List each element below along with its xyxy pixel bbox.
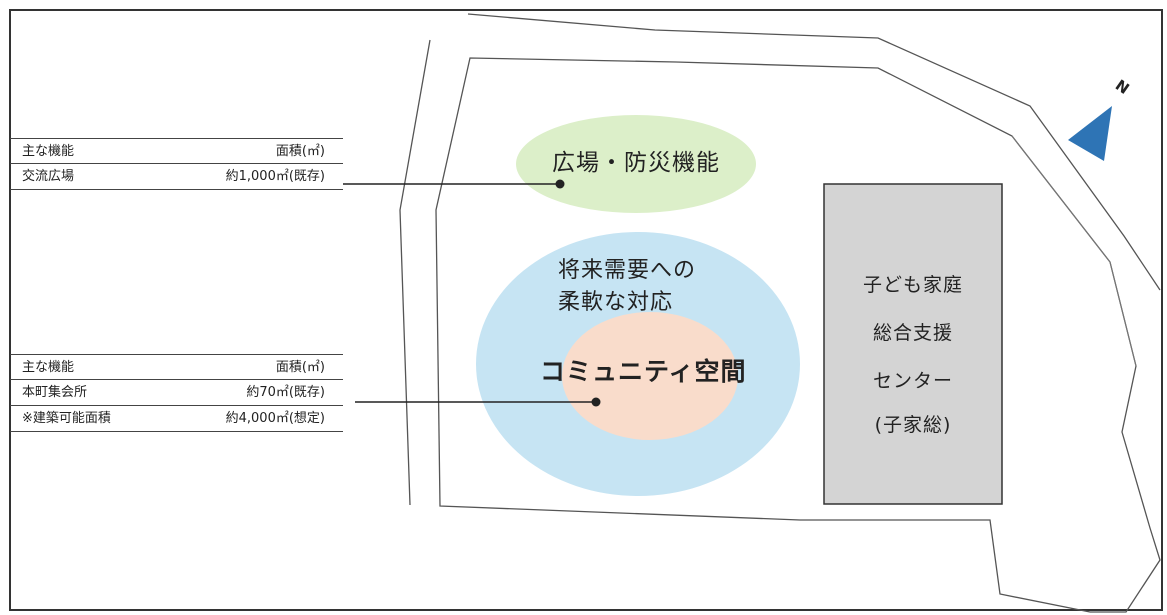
plaza-info-table: 主な機能 面積(㎡) 交流広場 約1,000㎡(既存) xyxy=(10,138,343,190)
table-header-row: 主な機能 面積(㎡) xyxy=(10,138,343,164)
table-row: 交流広場 約1,000㎡(既存) xyxy=(10,164,343,190)
header-area: 面積(㎡) xyxy=(275,360,325,375)
road-edge-right xyxy=(1011,135,1137,367)
road-outer-line-top xyxy=(467,13,1161,291)
row-area: 約1,000㎡(既存) xyxy=(225,169,325,184)
map-frame xyxy=(9,9,1163,611)
building-label-line3: センター xyxy=(872,370,953,392)
table-row: 本町集会所 約70㎡(既存) xyxy=(10,380,343,406)
site-boundary xyxy=(435,57,1161,613)
road-outer-line-left xyxy=(399,39,431,506)
community-info-table: 主な機能 面積(㎡) 本町集会所 約70㎡(既存) ※建築可能面積 約4,000… xyxy=(10,354,343,432)
community-leader-dot xyxy=(591,397,601,407)
row-area: 約70㎡(既存) xyxy=(246,385,325,400)
row-function: 本町集会所 xyxy=(22,385,88,400)
row-function: ※建築可能面積 xyxy=(22,411,111,426)
community-zone-label: コミュニティ空間 xyxy=(540,357,747,386)
plaza-zone-label: 広場・防災機能 xyxy=(552,150,720,176)
row-area: 約4,000㎡(想定) xyxy=(225,411,325,426)
support-center-building xyxy=(823,183,1003,505)
flexible-zone-label-line1: 将来需要への xyxy=(558,258,697,283)
building-label-line4: (子家総) xyxy=(874,414,952,436)
building-label-line1: 子ども家庭 xyxy=(862,274,963,296)
north-arrow-icon xyxy=(1068,106,1112,161)
header-area: 面積(㎡) xyxy=(275,144,325,159)
header-function: 主な機能 xyxy=(22,144,75,159)
table-row: ※建築可能面積 約4,000㎡(想定) xyxy=(10,406,343,432)
plaza-zone xyxy=(516,115,756,213)
row-function: 交流広場 xyxy=(22,169,75,184)
community-zone xyxy=(562,312,738,440)
flexible-zone-label-line2: 柔軟な対応 xyxy=(558,290,674,315)
plaza-leader-dot xyxy=(555,179,565,189)
building-label-line2: 総合支援 xyxy=(872,322,953,344)
header-function: 主な機能 xyxy=(22,360,75,375)
table-header-row: 主な機能 面積(㎡) xyxy=(10,354,343,380)
